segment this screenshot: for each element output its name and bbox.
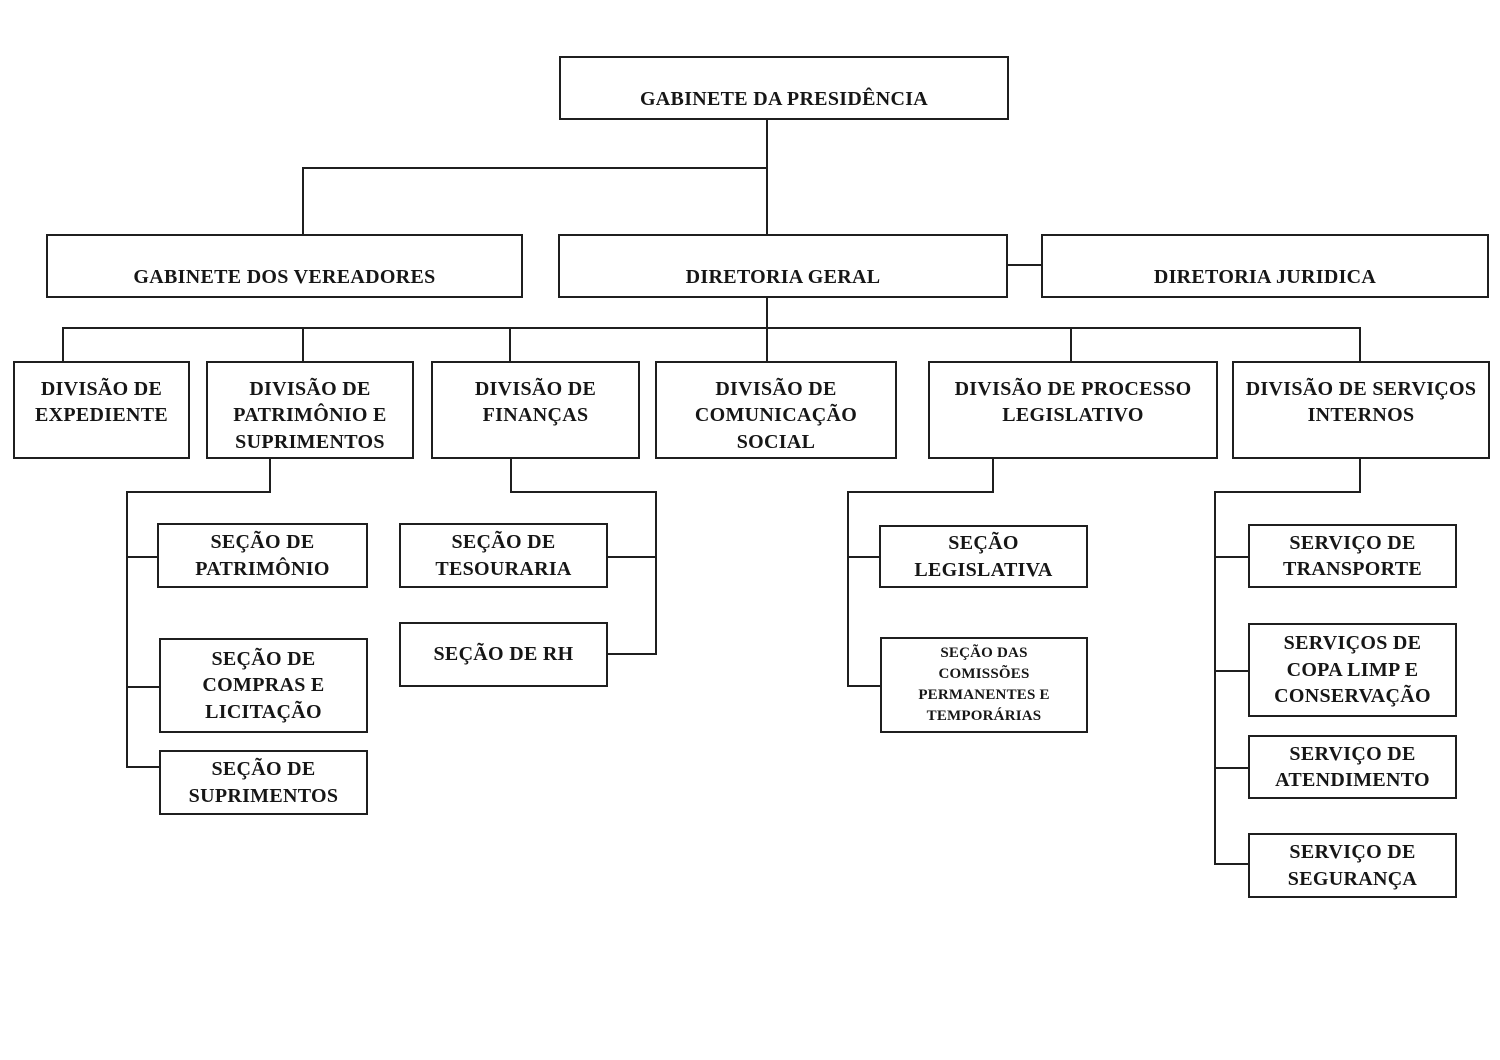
org-node-diretoria-geral: DIRETORIA GERAL — [558, 234, 1008, 298]
org-node-label: DIVISÃO DE PROCESSO LEGISLATIVO — [954, 378, 1192, 427]
org-node-label: GABINETE DA PRESIDÊNCIA — [639, 87, 929, 110]
org-node-servicos-copa: SERVIÇOS DE COPA LIMP E CONSERVAÇÃO — [1248, 623, 1457, 717]
org-node-secao-legislativa: SEÇÃO LEGISLATIVA — [879, 525, 1088, 588]
connector-level2-horizontal — [302, 167, 768, 169]
org-node-label: SEÇÃO DE RH — [433, 643, 574, 666]
connector-drop-financas — [509, 327, 511, 361]
org-node-label: SERVIÇO DE ATENDIMENTO — [1275, 742, 1430, 791]
connector-line — [608, 653, 655, 655]
connector-line — [847, 491, 994, 493]
org-node-label: SEÇÃO DE COMPRAS E LICITAÇÃO — [202, 647, 325, 723]
org-node-label: SERVIÇO DE TRANSPORTE — [1283, 531, 1422, 580]
org-node-label: DIVISÃO DE SERVIÇOS INTERNOS — [1245, 378, 1477, 427]
org-node-label: DIVISÃO DE PATRIMÔNIO E SUPRIMENTOS — [233, 378, 387, 453]
connector-processo-down — [992, 459, 994, 493]
connector-line — [1214, 767, 1248, 769]
org-node-label: DIVISÃO DE EXPEDIENTE — [34, 378, 169, 427]
org-node-divisao-processo-legislativo: DIVISÃO DE PROCESSO LEGISLATIVO — [928, 361, 1218, 459]
org-node-secao-patrimonio: SEÇÃO DE PATRIMÔNIO — [157, 523, 368, 588]
org-node-secao-tesouraria: SEÇÃO DE TESOURARIA — [399, 523, 608, 588]
org-node-label: DIRETORIA GERAL — [685, 265, 881, 288]
connector-drop-patrimonio — [302, 327, 304, 361]
org-node-label: SERVIÇO DE SEGURANÇA — [1287, 841, 1418, 890]
org-node-secao-suprimentos: SEÇÃO DE SUPRIMENTOS — [159, 750, 368, 815]
org-node-label: DIVISÃO DE FINANÇAS — [474, 378, 597, 427]
org-node-servico-transporte: SERVIÇO DE TRANSPORTE — [1248, 524, 1457, 588]
org-node-divisao-patrimonio-suprimentos: DIVISÃO DE PATRIMÔNIO E SUPRIMENTOS — [206, 361, 414, 459]
org-node-divisao-financas: DIVISÃO DE FINANÇAS — [431, 361, 640, 459]
connector-presidencia-down — [766, 120, 768, 234]
connector-line — [126, 766, 159, 768]
connector-line — [847, 685, 880, 687]
connector-servicos-spine — [1214, 491, 1216, 865]
org-node-label: DIRETORIA JURIDICA — [1153, 265, 1377, 288]
connector-patrimonio-down — [269, 459, 271, 493]
org-node-servico-atendimento: SERVIÇO DE ATENDIMENTO — [1248, 735, 1457, 799]
connector-financas-spine — [655, 491, 657, 655]
connector-line — [126, 491, 271, 493]
connector-line — [510, 491, 657, 493]
connector-line — [126, 556, 157, 558]
org-node-divisao-servicos-internos: DIVISÃO DE SERVIÇOS INTERNOS — [1232, 361, 1490, 459]
org-node-secao-compras-licitacao: SEÇÃO DE COMPRAS E LICITAÇÃO — [159, 638, 368, 733]
org-node-label: SEÇÃO DAS COMISSÕES PERMANENTES E TEMPOR… — [918, 645, 1050, 724]
connector-patrimonio-spine — [126, 491, 128, 768]
connector-financas-down — [510, 459, 512, 493]
connector-drop-servicos — [1359, 327, 1361, 361]
org-node-label: SEÇÃO DE SUPRIMENTOS — [188, 758, 339, 807]
connector-line — [1214, 491, 1361, 493]
connector-line — [1214, 670, 1248, 672]
org-node-divisao-comunicacao-social: DIVISÃO DE COMUNICAÇÃO SOCIAL — [655, 361, 897, 459]
org-node-servico-seguranca: SERVIÇO DE SEGURANÇA — [1248, 833, 1457, 898]
org-node-secao-rh: SEÇÃO DE RH — [399, 622, 608, 687]
org-node-gabinete-presidencia: GABINETE DA PRESIDÊNCIA — [559, 56, 1009, 120]
org-node-diretoria-juridica: DIRETORIA JURIDICA — [1041, 234, 1489, 298]
connector-geral-juridica — [1008, 264, 1041, 266]
connector-divisions-horizontal — [62, 327, 1361, 329]
connector-line — [1214, 863, 1248, 865]
org-node-secao-comissoes: SEÇÃO DAS COMISSÕES PERMANENTES E TEMPOR… — [880, 637, 1088, 733]
org-node-label: GABINETE DOS VEREADORES — [133, 265, 436, 288]
org-node-label: SEÇÃO LEGISLATIVA — [914, 532, 1053, 581]
connector-vereadores-drop — [302, 167, 304, 235]
connector-drop-expediente — [62, 327, 64, 361]
org-node-label: SEÇÃO DE TESOURARIA — [435, 531, 572, 580]
org-node-label: DIVISÃO DE COMUNICAÇÃO SOCIAL — [694, 378, 858, 453]
connector-line — [1214, 556, 1248, 558]
connector-processo-spine — [847, 491, 849, 687]
org-node-label: SERVIÇOS DE COPA LIMP E CONSERVAÇÃO — [1274, 632, 1431, 708]
org-node-label: SEÇÃO DE PATRIMÔNIO — [195, 531, 330, 580]
connector-line — [847, 556, 879, 558]
connector-servicos-down — [1359, 459, 1361, 493]
org-node-divisao-expediente: DIVISÃO DE EXPEDIENTE — [13, 361, 190, 459]
connector-drop-processo — [1070, 327, 1072, 361]
org-node-gabinete-vereadores: GABINETE DOS VEREADORES — [46, 234, 523, 298]
connector-line — [126, 686, 159, 688]
connector-line — [608, 556, 655, 558]
connector-geral-down — [766, 298, 768, 361]
